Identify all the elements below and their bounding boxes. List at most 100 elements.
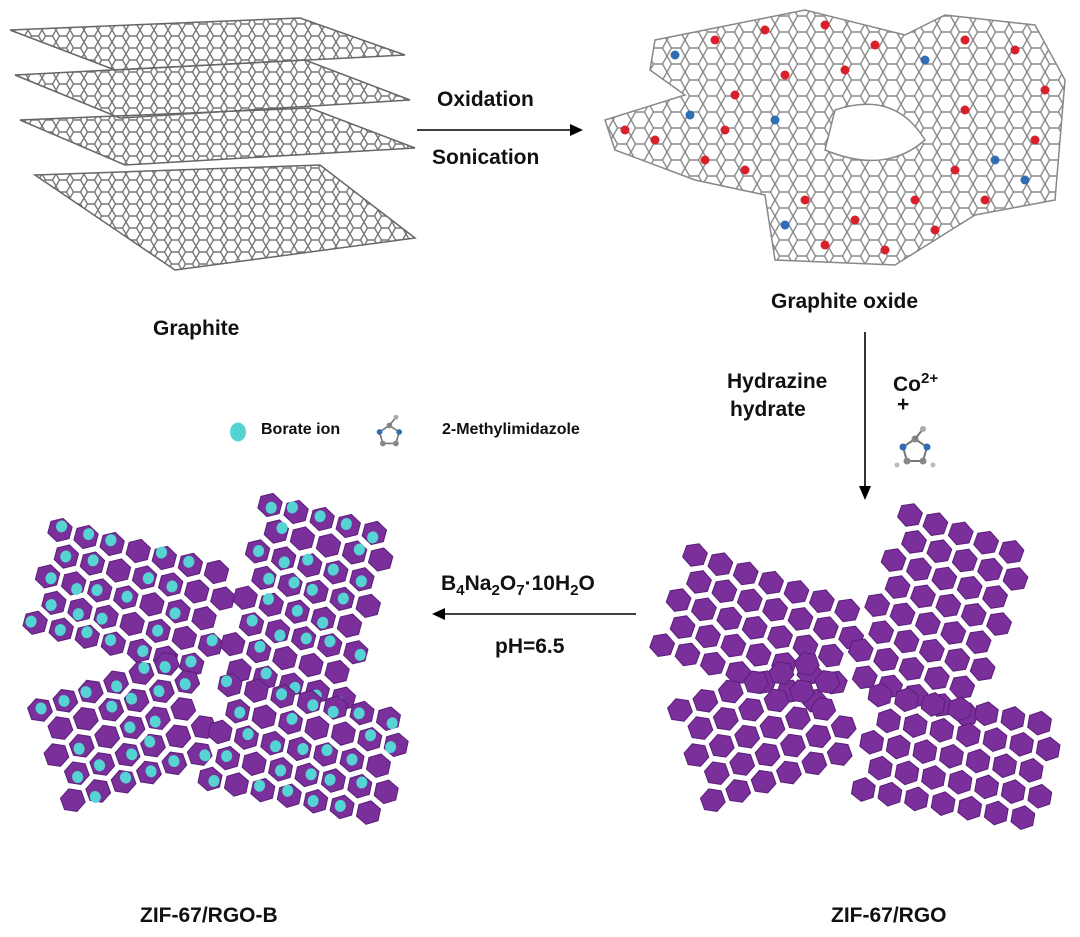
zif67-crystal [289,526,316,551]
zif-crystal-arm [850,682,1061,831]
zif67-crystal [716,606,743,631]
borate-ion [288,576,300,589]
borate-ion [153,685,165,698]
zif67-crystal [184,579,210,604]
zif-crystal-arm [219,492,394,711]
zif67-crystal [665,588,692,612]
zif67-crystal [805,724,832,749]
borate-ion [56,520,68,533]
zif67-crystal [957,795,983,821]
zif67-rgo-b-label: ZIF-67/RGO-B [140,904,278,927]
borate-ion [168,755,180,768]
zif67-crystal [708,734,735,758]
oxygen-atom [650,135,660,145]
zif67-crystal [703,761,730,786]
borate-ion [254,640,266,653]
borate-ion [253,545,265,557]
oxygen-atom [910,195,920,205]
borate-ion [138,662,150,674]
borate-ion [386,717,398,730]
oxygen-atom [920,55,930,65]
borate-ion [105,634,117,647]
zif67-crystal [940,621,967,645]
zif67-crystal [956,575,983,600]
borate-ion [221,675,233,688]
graphene-layer-1 [9,17,406,71]
zif67-crystal [315,533,342,558]
zif67-crystal [686,570,712,594]
zif67-crystal [847,638,874,663]
oxygen-atom [1010,45,1020,55]
zif67-crystal [272,645,298,671]
oxygen-atom [720,125,730,135]
zif67-crystal [929,717,955,743]
oxygen-atom [685,110,695,120]
zif67-crystal [930,791,956,816]
borate-ion [324,773,336,786]
zif67-crystal [105,558,132,583]
zif67-crystal [973,701,999,727]
borate-ion [58,694,70,707]
oxygen-atom [670,50,680,60]
zif67-crystal [758,570,785,595]
zif67-crystal [373,779,399,805]
zif67-crystal [787,607,814,631]
zif67-crystal [336,613,363,638]
zif67-crystal [969,657,996,681]
zif67-crystal [982,727,1008,753]
zif67-crystal [897,503,923,527]
zif67-crystal [699,651,726,676]
borate-ion [282,784,294,797]
zif67-crystal [711,579,738,604]
borate-ion [355,575,367,588]
borate-ion [152,624,164,637]
zif67-crystal [935,593,962,618]
zif67-crystal [119,611,145,637]
borate-ion [307,795,319,808]
borate-ion [149,715,161,728]
zif67-crystal [1027,710,1052,736]
zif67-crystal [793,652,820,676]
zif67-crystal [699,788,726,813]
zif67-crystal [810,697,837,721]
borate-ion [80,686,92,699]
zif67-crystal [743,670,770,695]
zif67-crystal [191,606,217,631]
oxygen-atom [770,115,780,125]
sonication-label: Sonication [432,146,540,169]
zif67-crystal [768,661,795,685]
borate-ion [89,790,101,803]
zif67-crystal [947,521,974,546]
legend-methylimidazole-label: 2-Methylimidazole [442,421,580,438]
zif67-crystal [1000,779,1026,804]
zif67-crystal [965,748,991,774]
zif67-crystal [223,772,250,797]
zif67-crystal [867,755,893,781]
borate-ion [105,534,117,547]
zif67-crystal [649,633,676,658]
borate-ion [159,660,171,673]
oxygen-atom [880,245,890,255]
zif67-crystal [207,719,233,745]
borate-ion [145,765,157,778]
zif67-crystal [125,538,151,564]
zif67-crystal [867,682,893,708]
zif-crystal-arm [197,672,409,825]
oxidation-label: Oxidation [437,88,534,111]
zif67-crystal [779,733,806,758]
oxygen-atom [780,70,790,80]
ph-label: pH=6.5 [495,635,565,658]
borate-ion [125,692,138,705]
zif67-crystal [944,648,971,672]
zif67-crystal [977,557,1004,582]
zif67-crystal [926,539,953,564]
oxygen-atom [990,155,1000,165]
oxygen-atom [1040,85,1050,95]
borate-ion [234,706,246,719]
borate-ion [334,799,346,812]
zif67-crystal [885,734,911,760]
zif67-crystal [859,729,885,755]
zif67-crystal [902,713,928,738]
zif67-crystal [232,585,258,610]
zif67-crystal [712,707,739,731]
